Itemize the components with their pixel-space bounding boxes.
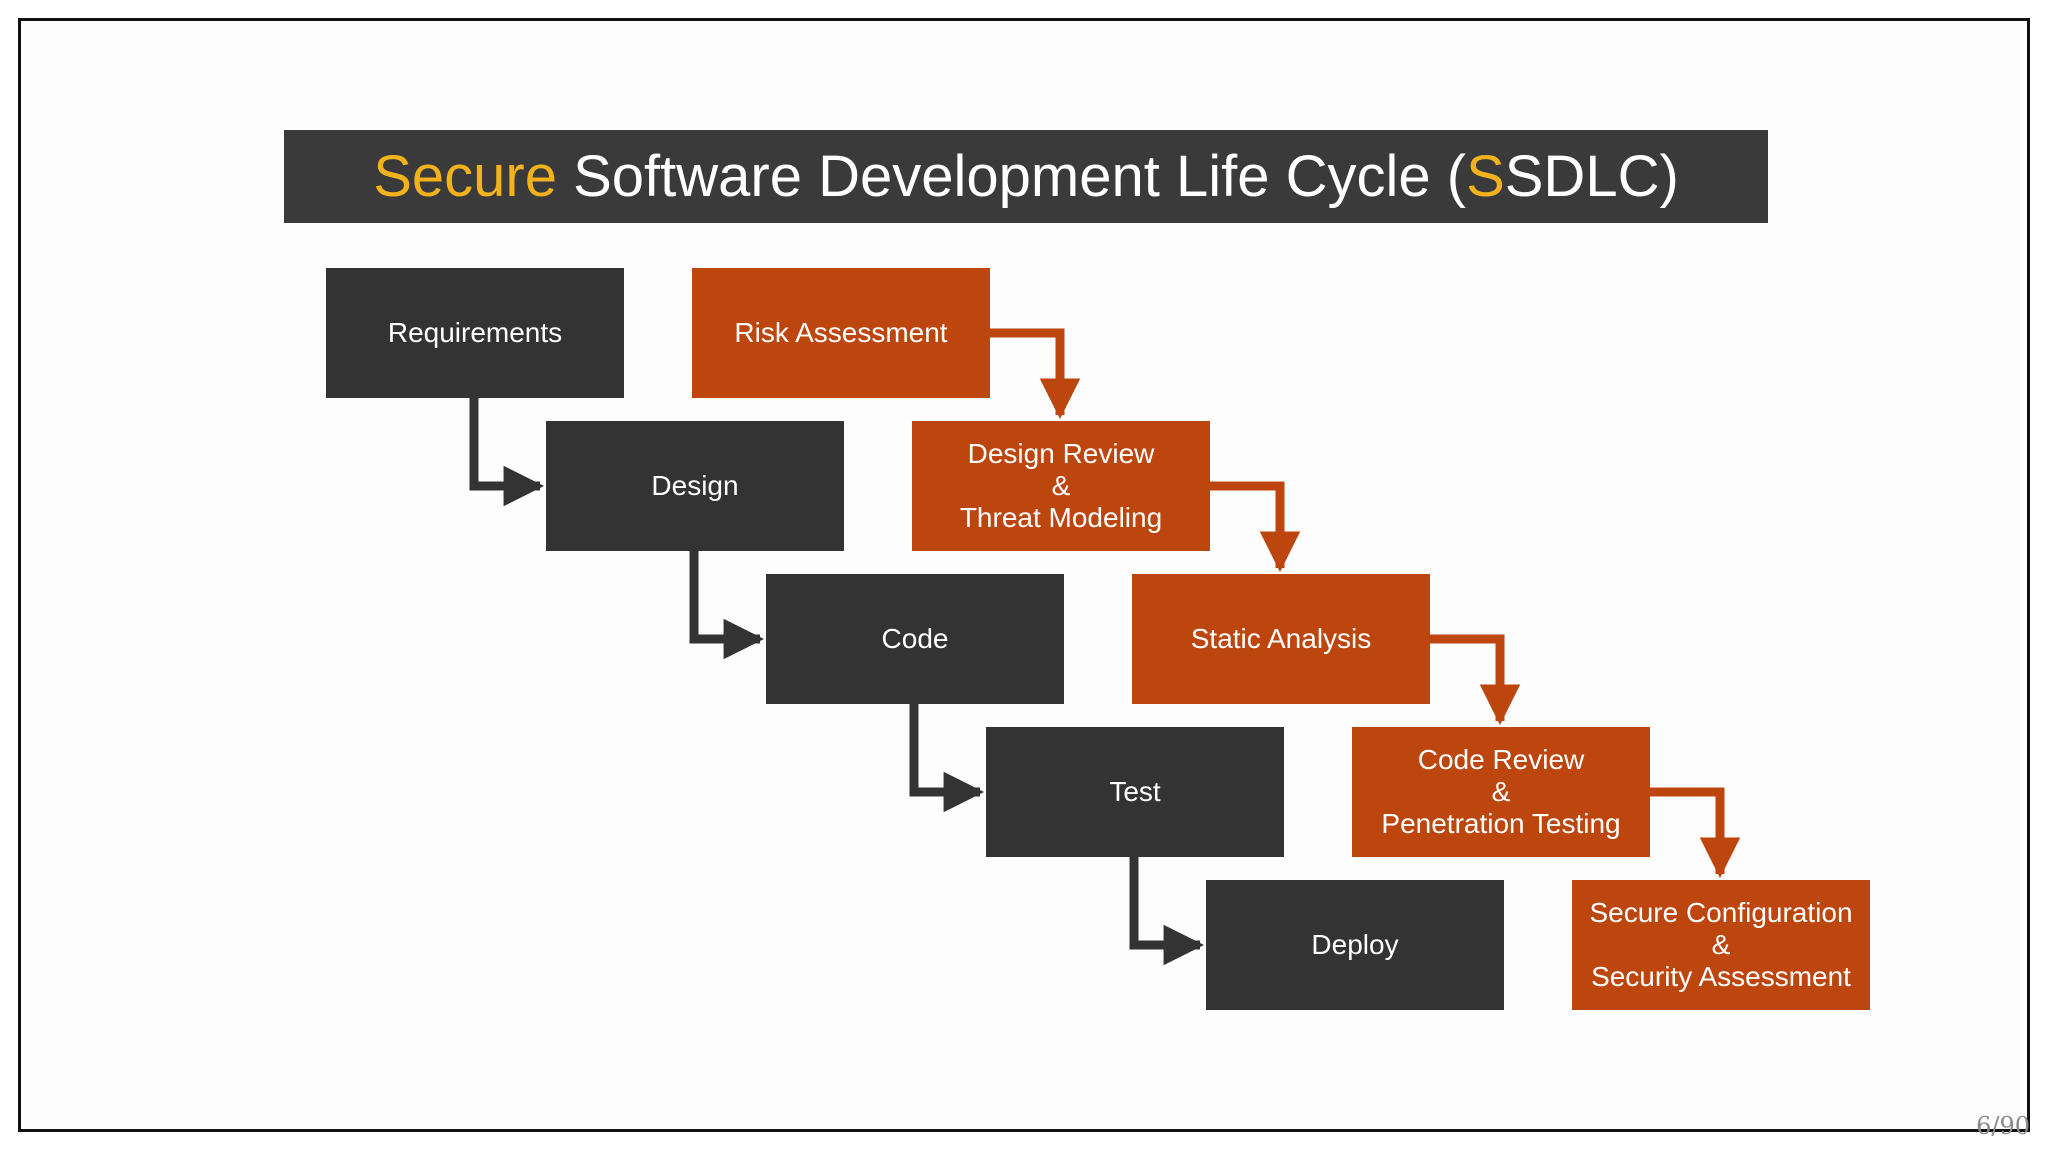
phase-requirements: Requirements xyxy=(326,268,624,398)
phase-label: Test xyxy=(1109,776,1161,807)
security-design-review-threat-modeling: Design Review & Threat Modeling xyxy=(912,421,1210,551)
activity-label: Static Analysis xyxy=(1190,623,1372,654)
activity-label-line3: Threat Modeling xyxy=(959,502,1163,533)
phase-design: Design xyxy=(546,421,844,551)
slide-title: Secure Software Development Life Cycle (… xyxy=(284,130,1768,223)
activity-label: Risk Assessment xyxy=(734,317,948,348)
activity-label-line3: Penetration Testing xyxy=(1381,808,1621,839)
security-code-review-pen-testing: Code Review & Penetration Testing xyxy=(1352,727,1650,857)
security-risk-assessment: Risk Assessment xyxy=(692,268,990,398)
phase-code: Code xyxy=(766,574,1064,704)
title-text-end: SDLC) xyxy=(1504,144,1679,209)
security-config-assessment: Secure Configuration & Security Assessme… xyxy=(1572,880,1870,1010)
title-accent-secure: Secure xyxy=(373,144,557,209)
phase-label: Deploy xyxy=(1311,929,1399,960)
phase-label: Requirements xyxy=(387,317,563,348)
phase-test: Test xyxy=(986,727,1284,857)
activity-label-line2: & xyxy=(1491,776,1511,807)
phase-label: Design xyxy=(651,470,739,501)
activity-label-line2: & xyxy=(1711,929,1731,960)
phase-deploy: Deploy xyxy=(1206,880,1504,1010)
activity-label-line2: & xyxy=(1051,470,1071,501)
activity-label-line3: Security Assessment xyxy=(1591,961,1851,992)
page-number: 6/90 xyxy=(1976,1112,2030,1140)
activity-label-line1: Code Review xyxy=(1417,744,1585,775)
security-static-analysis: Static Analysis xyxy=(1132,574,1430,704)
title-text: Software Development Life Cycle ( xyxy=(557,144,1467,209)
activity-label-line1: Design Review xyxy=(967,438,1155,469)
phase-label: Code xyxy=(881,623,949,654)
title-accent-s: S xyxy=(1466,144,1505,209)
activity-label-line1: Secure Configuration xyxy=(1589,897,1853,928)
